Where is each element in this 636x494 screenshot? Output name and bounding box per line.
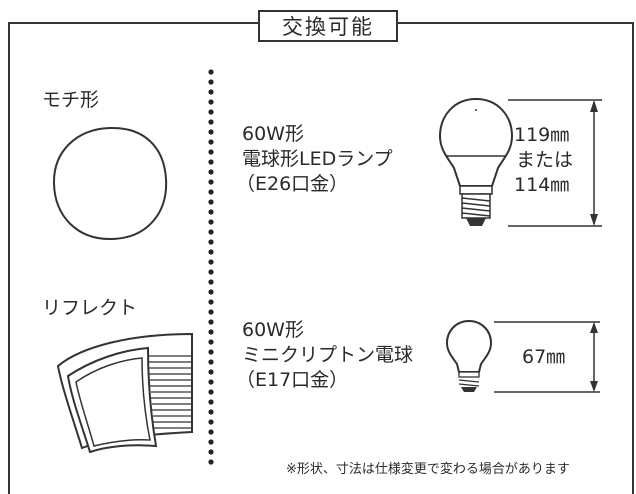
shape-label-mochi: モチ形 — [42, 89, 100, 111]
krypton-bulb-icon — [445, 319, 493, 392]
bulb1-dim-line2: または — [516, 147, 574, 173]
section-title: 交換可能 — [258, 10, 398, 42]
bulb2-dim: 67㎜ — [522, 346, 566, 368]
dimension-lines-bulb2 — [494, 321, 600, 393]
led-bulb-icon — [438, 97, 514, 226]
dotted-separator — [208, 69, 214, 465]
bulb2-line1: 60W形 — [242, 319, 304, 341]
bulb2-line2: ミニクリプトン電球 — [242, 344, 414, 366]
shape-label-reflect: リフレクト — [42, 297, 138, 319]
bulb1-line1: 60W形 — [242, 123, 304, 145]
bulb1-line3: （E26口金） — [236, 173, 349, 195]
bulb1-dim-line1: 119㎜ — [514, 122, 570, 148]
bulb2-line3: （E17口金） — [236, 369, 349, 391]
round-shade-icon — [52, 126, 168, 241]
dimension-lines-bulb1 — [508, 99, 602, 227]
spec-change-note: ※形状、寸法は仕様変更で変わる場合があります — [286, 462, 570, 477]
bulb1-dim-line3: 114㎜ — [514, 172, 570, 198]
reflect-shade-icon — [56, 332, 193, 454]
bulb1-line2: 電球形LEDランプ — [242, 148, 393, 170]
